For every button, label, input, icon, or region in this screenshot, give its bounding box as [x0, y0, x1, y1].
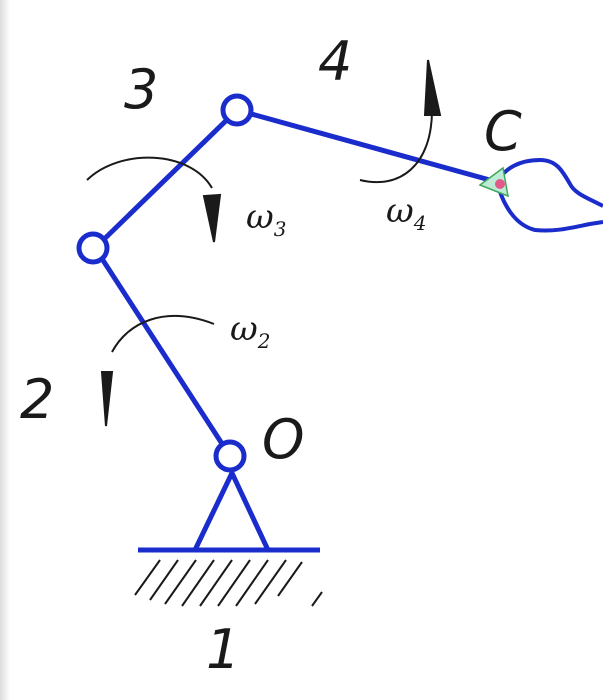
omega-4-arrow [359, 59, 442, 184]
joint-o [213, 439, 247, 473]
label-omega-3: ω3 [246, 197, 286, 241]
label-omega-2: ω2 [230, 309, 270, 353]
label-link-1: 1 [206, 618, 240, 681]
link-3 [92, 107, 240, 251]
gripper [478, 157, 603, 233]
label-link-4: 4 [318, 30, 352, 93]
support-triangle [192, 470, 271, 552]
joint-b [220, 93, 254, 127]
omega-2-arrow [100, 315, 215, 427]
ground-support [134, 470, 323, 607]
link-4 [234, 107, 500, 185]
omega-3-arrow [86, 156, 222, 243]
label-point-o: O [262, 408, 305, 471]
link-2 [92, 245, 233, 459]
gripper-point-marker [478, 166, 509, 198]
label-omega-4: ω4 [386, 191, 426, 235]
gripper-lower-jaw [495, 181, 603, 233]
point-c-dot [495, 179, 505, 189]
joint-a [76, 231, 110, 265]
label-link-3: 3 [124, 58, 158, 121]
label-point-c: C [484, 100, 522, 163]
gripper-upper-jaw [495, 157, 603, 208]
label-link-2: 2 [20, 368, 54, 431]
ground-hatching [134, 559, 323, 607]
